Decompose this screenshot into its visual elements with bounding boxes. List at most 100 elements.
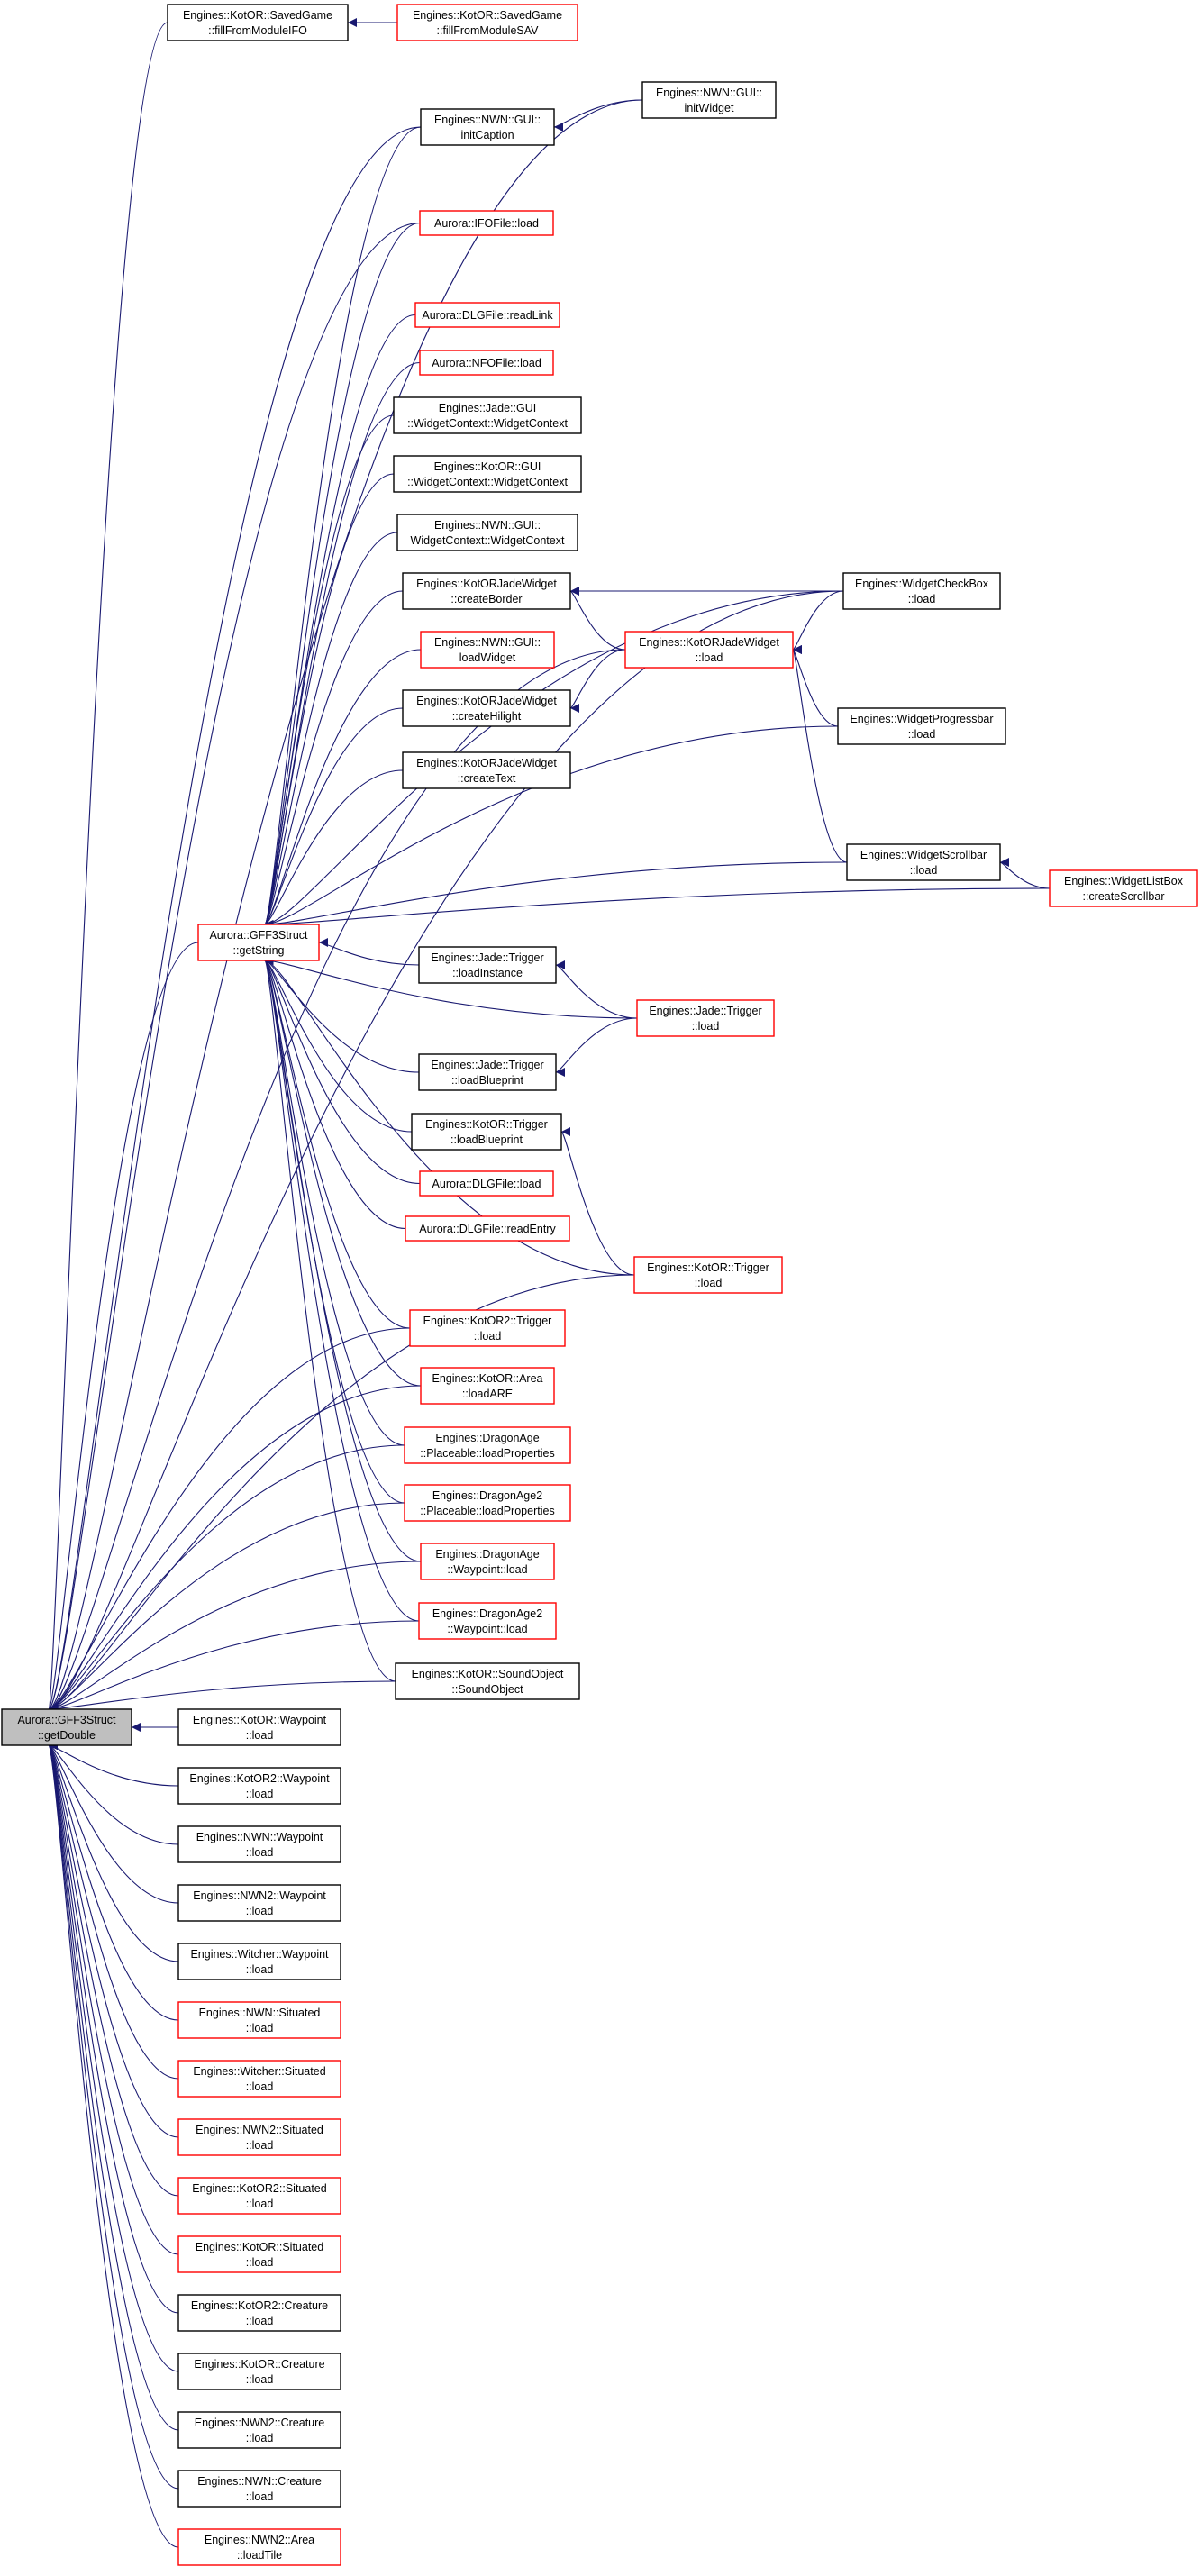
node-soundObject[interactable]: Engines::KotOR::SoundObject::SoundObject	[395, 1662, 580, 1700]
edge-da2Placeable-to-root	[48, 1502, 405, 1714]
node-kotorSituated[interactable]: Engines::KotOR::Situated::load	[177, 2235, 341, 2273]
node-label: Engines::WidgetCheckBox	[855, 578, 989, 590]
node-listBox[interactable]: Engines::WidgetListBox::createScrollbar	[1049, 869, 1198, 907]
node-label: Engines::WidgetListBox	[1064, 875, 1184, 887]
node-label: ::fillFromModuleIFO	[208, 24, 307, 37]
node-label: ::getString	[233, 944, 285, 957]
node-label: Aurora::GFF3Struct	[17, 1714, 116, 1726]
node-kotorLoadBlueprint[interactable]: Engines::KotOR::Trigger::loadBlueprint	[411, 1113, 562, 1151]
node-box	[177, 2470, 341, 2508]
node-label: Engines::NWN2::Waypoint	[193, 1889, 326, 1902]
node-scrollbar[interactable]: Engines::WidgetScrollbar::load	[846, 843, 1001, 881]
node-kotor2Waypoint[interactable]: Engines::KotOR2::Waypoint::load	[177, 1767, 341, 1805]
node-label: Engines::KotOR2::Creature	[191, 2299, 328, 2312]
node-jadeTriggerLoad[interactable]: Engines::Jade::Trigger::load	[636, 999, 775, 1037]
node-dlgReadEntry[interactable]: Aurora::DLGFile::readEntry	[405, 1215, 570, 1242]
node-label: ::loadBlueprint	[450, 1133, 523, 1146]
node-checkBox[interactable]: Engines::WidgetCheckBox::load	[842, 572, 1001, 610]
node-label: Engines::WidgetProgressbar	[850, 713, 993, 725]
node-box	[404, 1484, 571, 1522]
node-label: Engines::KotOR::SoundObject	[412, 1668, 564, 1680]
node-kotorWC[interactable]: Engines::KotOR::GUI::WidgetContext::Widg…	[393, 455, 582, 493]
node-nwnCreature[interactable]: Engines::NWN::Creature::load	[177, 2470, 341, 2508]
node-kotorArea[interactable]: Engines::KotOR::Area::loadARE	[420, 1367, 555, 1405]
edge-progressbar-to-getString	[264, 725, 839, 929]
node-label: Engines::KotOR2::Trigger	[423, 1315, 552, 1327]
edge-dlgLoad-to-getString	[264, 956, 421, 1185]
node-kotorWaypoint[interactable]: Engines::KotOR::Waypoint::load	[177, 1708, 341, 1746]
node-witcherSituated[interactable]: Engines::Witcher::Situated::load	[177, 2060, 341, 2098]
node-createBorder[interactable]: Engines::KotORJadeWidget::createBorder	[402, 572, 571, 610]
node-witcherWaypoint[interactable]: Engines::Witcher::Waypoint::load	[177, 1943, 341, 1980]
node-label: Engines::KotORJadeWidget	[639, 636, 779, 649]
edge-ifoLoad-to-root	[48, 222, 421, 1714]
node-box	[197, 924, 320, 961]
node-daWaypoint[interactable]: Engines::DragonAge::Waypoint::load	[420, 1543, 555, 1580]
node-daPlaceable[interactable]: Engines::DragonAge::Placeable::loadPrope…	[404, 1426, 571, 1464]
node-nwn2Waypoint[interactable]: Engines::NWN2::Waypoint::load	[177, 1884, 341, 1922]
node-label: Engines::NWN::GUI::	[434, 636, 541, 649]
node-label: Engines::Jade::Trigger	[431, 1059, 543, 1071]
node-da2Placeable[interactable]: Engines::DragonAge2::Placeable::loadProp…	[404, 1484, 571, 1522]
node-initCaption[interactable]: Engines::NWN::GUI::initCaption	[420, 108, 555, 146]
node-label: Engines::KotOR::Trigger	[647, 1261, 769, 1274]
node-label: ::Placeable::loadProperties	[420, 1505, 554, 1517]
node-jadeLoadInstance[interactable]: Engines::Jade::Trigger::loadInstance	[418, 946, 557, 984]
node-kotorTriggerLoad[interactable]: Engines::KotOR::Trigger::load	[633, 1256, 783, 1294]
node-label: loadWidget	[459, 651, 516, 664]
node-da2Waypoint[interactable]: Engines::DragonAge2::Waypoint::load	[418, 1602, 557, 1640]
node-ifoLoad[interactable]: Aurora::IFOFile::load	[419, 210, 554, 236]
edge-getString-to-root	[48, 942, 199, 1714]
node-box	[419, 1170, 554, 1197]
node-label: Engines::NWN2::Area	[205, 2534, 314, 2546]
node-progressbar[interactable]: Engines::WidgetProgressbar::load	[837, 707, 1006, 745]
node-nwn2Situated[interactable]: Engines::NWN2::Situated::load	[177, 2118, 341, 2156]
node-box	[419, 210, 554, 236]
node-jadeWC[interactable]: Engines::Jade::GUI::WidgetContext::Widge…	[393, 396, 582, 434]
node-kotor2Trigger[interactable]: Engines::KotOR2::Trigger::load	[409, 1309, 566, 1347]
edge-jadeTriggerLoad-to-jadeLoadBlueprint	[555, 1017, 638, 1077]
edge-dlgReadLink-to-getString	[264, 314, 416, 929]
node-nwnLoadWidget[interactable]: Engines::NWN::GUI::loadWidget	[420, 631, 555, 669]
node-label: Engines::DragonAge2	[432, 1607, 542, 1620]
node-createText[interactable]: Engines::KotORJadeWidget::createText	[402, 751, 571, 789]
node-nwnSituated[interactable]: Engines::NWN::Situated::load	[177, 2001, 341, 2039]
node-dlgReadLink[interactable]: Aurora::DLGFile::readLink	[414, 302, 560, 328]
edge-jadeTriggerLoad-to-getString	[264, 956, 638, 1019]
edge-kjwLoad-to-createBorder	[569, 587, 626, 651]
node-nwn2Area[interactable]: Engines::NWN2::Area::loadTile	[177, 2528, 341, 2566]
node-kotor2Situated[interactable]: Engines::KotOR2::Situated::load	[177, 2177, 341, 2215]
node-initWidget[interactable]: Engines::NWN::GUI::initWidget	[641, 81, 777, 119]
node-label: ::Waypoint::load	[447, 1563, 527, 1576]
node-fillIFO[interactable]: Engines::KotOR::SavedGame::fillFromModul…	[167, 4, 349, 41]
edge-da2Waypoint-to-getString	[264, 956, 420, 1622]
edge-createText-to-getString	[264, 769, 404, 929]
node-root[interactable]: Aurora::GFF3Struct::getDouble	[1, 1708, 132, 1746]
node-box	[177, 1884, 341, 1922]
node-label: ::Placeable::loadProperties	[420, 1447, 554, 1460]
edge-listBox-to-scrollbar	[999, 858, 1051, 889]
node-box	[402, 689, 571, 727]
node-createHilight[interactable]: Engines::KotORJadeWidget::createHilight	[402, 689, 571, 727]
node-box	[419, 350, 554, 376]
node-label: Engines::KotOR::SavedGame	[413, 9, 562, 22]
node-jadeLoadBlueprint[interactable]: Engines::Jade::Trigger::loadBlueprint	[418, 1053, 557, 1091]
node-dlgLoad[interactable]: Aurora::DLGFile::load	[419, 1170, 554, 1197]
node-fillSAV[interactable]: Engines::KotOR::SavedGame::fillFromModul…	[396, 4, 578, 41]
node-kjwLoad[interactable]: Engines::KotORJadeWidget::load	[624, 631, 794, 669]
node-kotorCreature[interactable]: Engines::KotOR::Creature::load	[177, 2353, 341, 2390]
node-label: Engines::KotOR2::Situated	[192, 2182, 326, 2195]
node-nwnWC[interactable]: Engines::NWN::GUI::WidgetContext::Widget…	[396, 514, 578, 551]
node-label: ::load	[246, 2256, 274, 2269]
edge-initCaption-to-getString	[264, 126, 422, 929]
node-nwn2Creature[interactable]: Engines::NWN2::Creature::load	[177, 2411, 341, 2449]
node-label: Engines::WidgetScrollbar	[860, 849, 987, 861]
node-nfoLoad[interactable]: Aurora::NFOFile::load	[419, 350, 554, 376]
node-nwnWaypoint[interactable]: Engines::NWN::Waypoint::load	[177, 1825, 341, 1863]
node-label: Aurora::DLGFile::readEntry	[419, 1223, 556, 1235]
node-kotor2Creature[interactable]: Engines::KotOR2::Creature::load	[177, 2294, 341, 2332]
node-label: Engines::Jade::Trigger	[431, 951, 543, 964]
edge-dlgReadEntry-to-getString	[264, 956, 406, 1230]
node-getString[interactable]: Aurora::GFF3Struct::getString	[197, 924, 320, 961]
edge-layer	[48, 18, 1051, 2548]
